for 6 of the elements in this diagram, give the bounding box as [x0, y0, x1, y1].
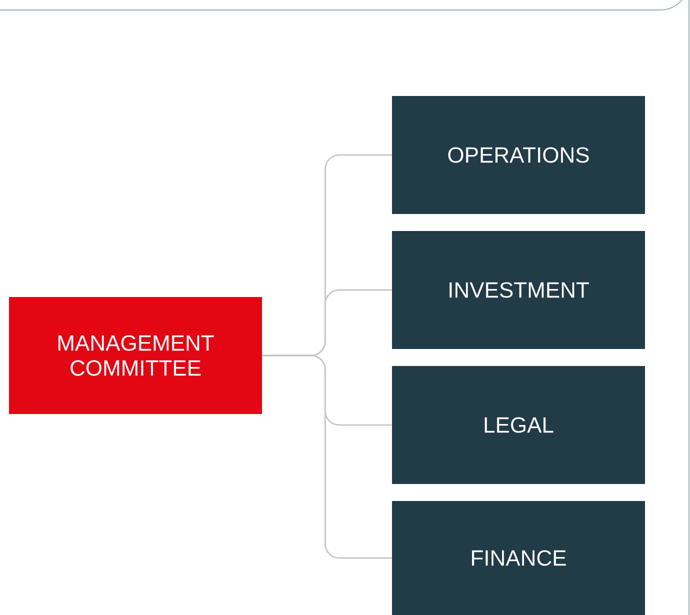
- committee-box: MANAGEMENT COMMITTEE: [9, 297, 262, 414]
- department-box: LEGAL: [392, 366, 645, 484]
- connector-line: [262, 354, 392, 559]
- department-box: INVESTMENT: [392, 231, 645, 349]
- department-box: FINANCE: [392, 501, 645, 615]
- department-box: OPERATIONS: [392, 96, 645, 214]
